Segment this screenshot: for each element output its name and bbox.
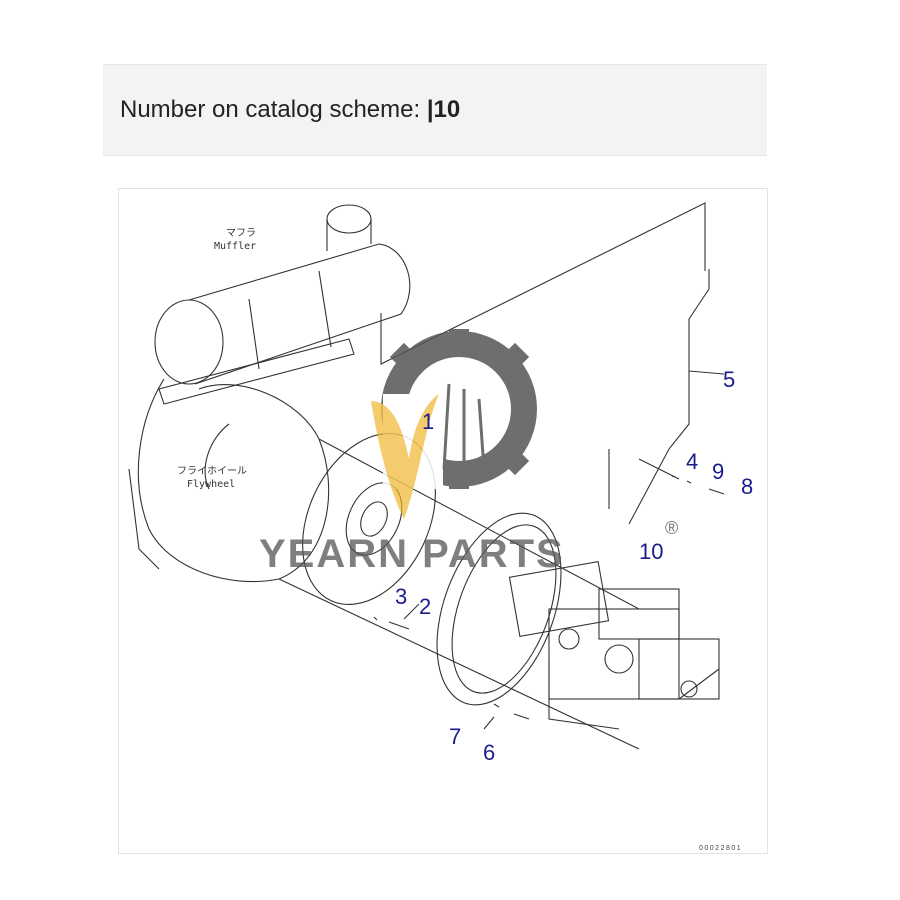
callout-7: 7 bbox=[449, 724, 461, 749]
pump-flange bbox=[436, 512, 562, 706]
drawing-code: 00022801 bbox=[699, 845, 742, 852]
bracket bbox=[608, 449, 680, 509]
hydraulic-pump bbox=[508, 561, 720, 730]
callout-1: 1 bbox=[422, 409, 434, 434]
watermark-text: YEARN PARTS bbox=[259, 532, 565, 576]
leader-2 bbox=[403, 603, 420, 620]
parts-diagram: マフラ Muffler フライホイール Flywheel 1 2 3 4 5 6… bbox=[118, 188, 768, 854]
muffler bbox=[154, 204, 411, 405]
flywheel-label-en: Flywheel bbox=[187, 479, 235, 490]
callout-9: 9 bbox=[712, 459, 724, 484]
bolt-2-3 bbox=[373, 616, 410, 630]
catalog-scheme-number: Number on catalog scheme: |10 bbox=[120, 96, 460, 124]
callout-8: 8 bbox=[741, 474, 753, 499]
callout-10: 10 bbox=[639, 539, 663, 564]
leader-7 bbox=[483, 716, 495, 730]
callout-2: 2 bbox=[419, 594, 431, 619]
bolt-6-7 bbox=[493, 703, 530, 720]
frame-line bbox=[380, 202, 706, 365]
housing-lines bbox=[278, 438, 640, 750]
watermark-logo bbox=[371, 329, 537, 519]
callout-5: 5 bbox=[723, 367, 735, 392]
callout-3: 3 bbox=[395, 584, 407, 609]
muffler-label-jp: マフラ bbox=[226, 227, 256, 239]
catalog-scheme-value: |10 bbox=[426, 96, 461, 123]
muffler-label-en: Muffler bbox=[214, 241, 256, 252]
callout-6: 6 bbox=[483, 740, 495, 765]
bolt-4-8-9 bbox=[671, 475, 725, 495]
flywheel-label-jp: フライホイール bbox=[177, 465, 247, 477]
callout-4: 4 bbox=[686, 449, 698, 474]
tube-5 bbox=[628, 269, 710, 525]
catalog-scheme-label: Number on catalog scheme: bbox=[120, 96, 421, 123]
registered-mark: ® bbox=[665, 518, 678, 538]
leader-5 bbox=[688, 370, 725, 375]
parts-diagram-drawing: マフラ Muffler フライホイール Flywheel 1 2 3 4 5 6… bbox=[128, 202, 753, 852]
catalog-scheme-header: Number on catalog scheme: |10 bbox=[103, 64, 767, 156]
